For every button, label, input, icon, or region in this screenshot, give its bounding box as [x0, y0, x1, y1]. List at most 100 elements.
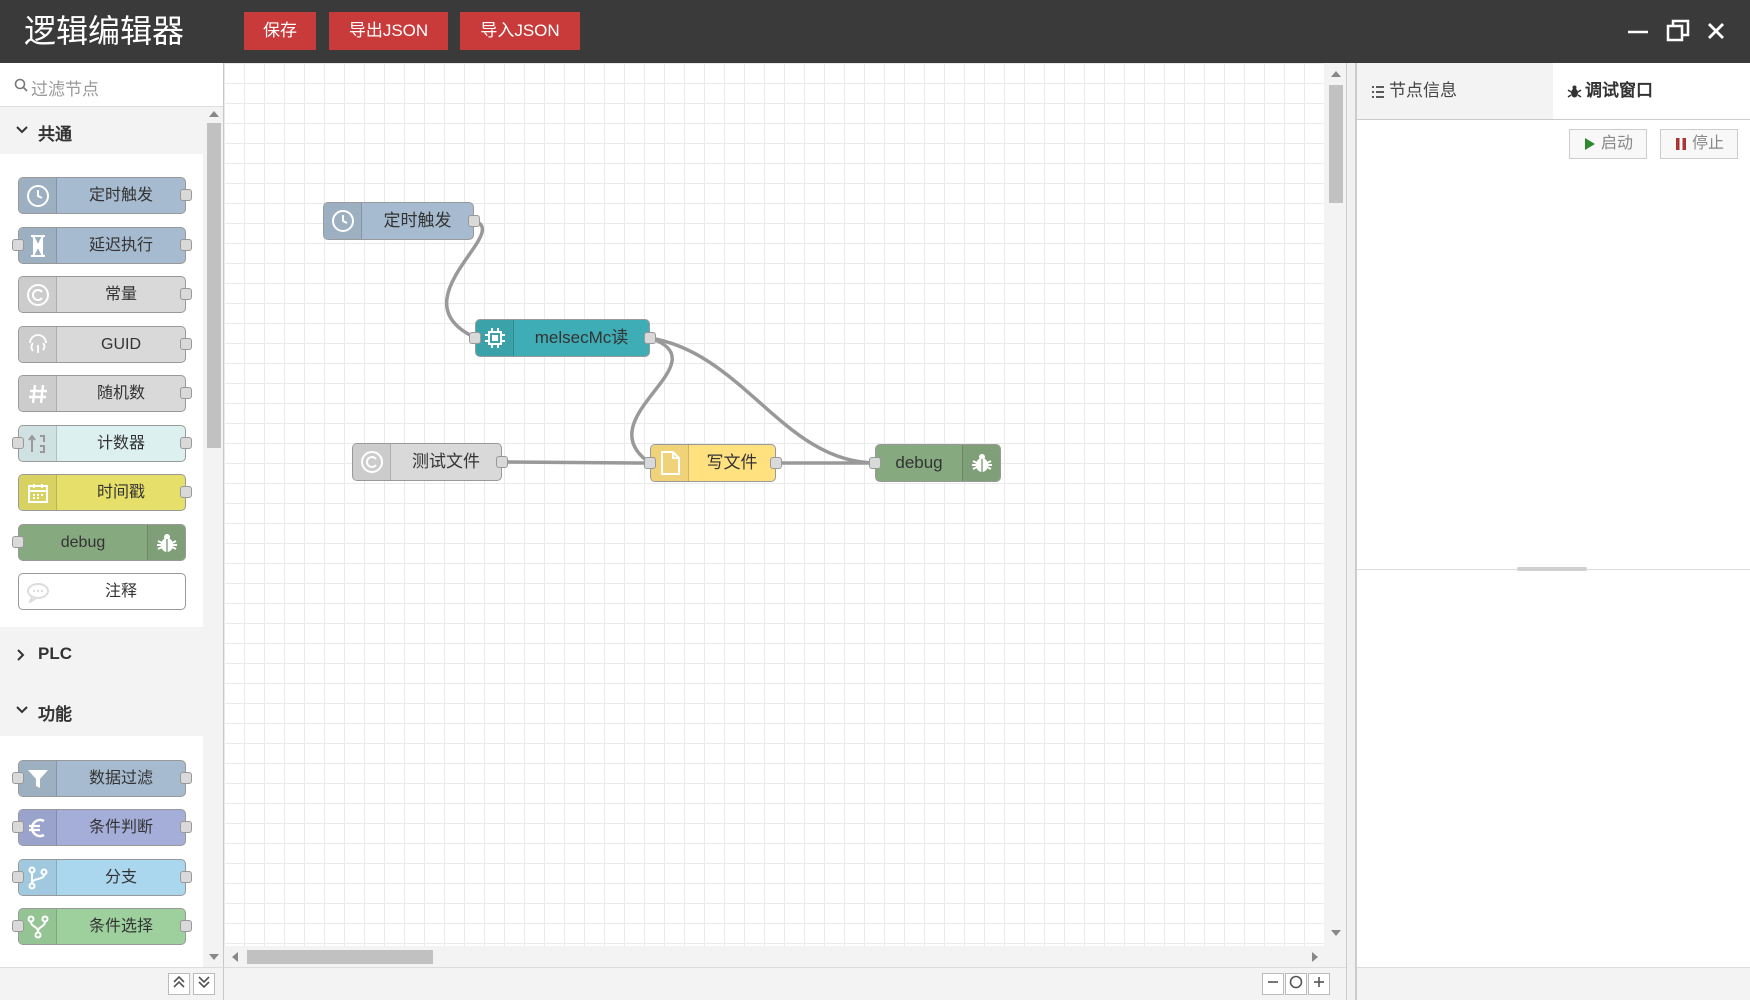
app-title: 逻辑编辑器 [24, 13, 185, 49]
list-icon [1372, 86, 1384, 98]
start-button[interactable]: 启动 [1569, 129, 1647, 159]
input-port[interactable] [12, 239, 24, 251]
scroll-thumb[interactable] [1329, 85, 1343, 203]
tab-node-info[interactable]: 节点信息 [1357, 63, 1553, 119]
scroll-down-icon[interactable] [1331, 929, 1341, 937]
canvas-horizontal-scrollbar[interactable] [224, 946, 1346, 967]
input-port[interactable] [12, 772, 24, 784]
palette-node-branch[interactable]: 分支 [12, 859, 192, 896]
scroll-up-icon[interactable] [1331, 70, 1341, 78]
zoom-out-icon[interactable] [1262, 973, 1284, 995]
zoom-in-icon[interactable] [1308, 973, 1330, 995]
node-label: GUID [101, 336, 141, 353]
stop-button[interactable]: 停止 [1660, 129, 1738, 159]
output-port[interactable] [180, 772, 192, 784]
tab-debug-window[interactable]: 调试窗口 [1553, 63, 1750, 119]
sidebar-tabs: 节点信息 调试窗口 [1357, 63, 1750, 120]
start-label: 启动 [1600, 135, 1633, 152]
scroll-thumb[interactable] [247, 950, 433, 964]
palette-node-constant[interactable]: 常量 [18, 276, 192, 313]
function-node-list: 数据过滤 条件判断 分支 条件选择 [0, 736, 203, 967]
palette-node-timestamp[interactable]: 时间戳 [18, 474, 192, 511]
panel-resize-handle[interactable] [1346, 63, 1356, 1000]
flow-node-melsec-read[interactable]: melsecMc读 [469, 319, 656, 357]
scroll-left-icon[interactable] [231, 952, 239, 962]
palette-node-data-filter[interactable]: 数据过滤 [12, 760, 192, 797]
palette-node-timer[interactable]: 定时触发 [18, 177, 192, 214]
flow-canvas[interactable]: 定时触发 melsecMc读 测试文件 写文件 debug [224, 63, 1324, 946]
output-port[interactable] [180, 288, 192, 300]
canvas-footer [224, 967, 1346, 1000]
output-port[interactable] [180, 871, 192, 883]
category-common[interactable]: 共通 [0, 107, 203, 154]
output-port[interactable] [180, 437, 192, 449]
flow-node-test-file[interactable]: 测试文件 [352, 443, 508, 481]
scroll-right-icon[interactable] [1311, 952, 1319, 962]
output-port[interactable] [180, 338, 192, 350]
import-json-button[interactable]: 导入JSON [460, 12, 580, 50]
output-port[interactable] [180, 387, 192, 399]
scroll-down-icon[interactable] [209, 953, 219, 961]
canvas-vertical-scrollbar[interactable] [1324, 63, 1346, 946]
search-icon [14, 78, 28, 92]
filter-nodes-input[interactable]: 过滤节点 [0, 63, 223, 107]
export-json-button[interactable]: 导出JSON [329, 12, 448, 50]
output-port[interactable] [180, 920, 192, 932]
node-label: 写文件 [706, 453, 758, 472]
right-sidebar: 节点信息 调试窗口 启动 停止 [1356, 63, 1750, 1000]
scroll-up-icon[interactable] [209, 110, 219, 118]
palette-node-comment[interactable]: 注释 [18, 573, 186, 610]
node-label: 时间戳 [96, 484, 145, 501]
common-node-list: 定时触发 延迟执行 常量 GUID 随机数 [0, 154, 203, 627]
node-label: melsecMc读 [534, 328, 629, 347]
flow-node-write-file[interactable]: 写文件 [644, 444, 782, 482]
minimize-icon[interactable] [1623, 16, 1653, 46]
category-function[interactable]: 功能 [0, 687, 203, 734]
flow-node-debug[interactable]: debug [869, 444, 1001, 482]
input-port[interactable] [12, 920, 24, 932]
scroll-thumb[interactable] [207, 123, 221, 448]
panel-split-grip[interactable] [1517, 567, 1587, 571]
node-label: 测试文件 [412, 452, 480, 471]
app-header: 逻辑编辑器 保存 导出JSON 导入JSON [0, 0, 1750, 63]
node-label: 定时触发 [88, 187, 153, 204]
input-port[interactable] [12, 437, 24, 449]
input-port[interactable] [12, 821, 24, 833]
save-button[interactable]: 保存 [244, 12, 316, 50]
chevron-down-icon [16, 706, 28, 714]
input-port[interactable] [12, 536, 24, 548]
output-port[interactable] [644, 332, 656, 344]
output-port[interactable] [180, 486, 192, 498]
palette-node-random[interactable]: 随机数 [18, 375, 192, 412]
output-port[interactable] [180, 239, 192, 251]
restore-icon[interactable] [1663, 16, 1693, 46]
flow-node-timer[interactable]: 定时触发 [323, 202, 480, 240]
category-label: 功能 [38, 705, 72, 724]
input-port[interactable] [644, 457, 656, 469]
category-label: 共通 [38, 125, 72, 144]
output-port[interactable] [468, 215, 480, 227]
palette-scrollbar[interactable] [204, 107, 223, 967]
input-port[interactable] [469, 332, 481, 344]
input-port[interactable] [12, 871, 24, 883]
palette-node-case-select[interactable]: 条件选择 [12, 908, 192, 945]
collapse-all-icon[interactable] [168, 973, 190, 995]
output-port[interactable] [770, 457, 782, 469]
tab-label: 节点信息 [1389, 81, 1457, 100]
zoom-reset-icon[interactable] [1285, 973, 1307, 995]
palette-node-debug[interactable]: debug [12, 524, 186, 561]
output-port[interactable] [496, 456, 508, 468]
category-plc[interactable]: PLC [0, 631, 203, 678]
palette-node-guid[interactable]: GUID [18, 326, 192, 363]
output-port[interactable] [180, 189, 192, 201]
palette-node-counter[interactable]: 计数器 [12, 425, 192, 462]
close-icon[interactable] [1701, 16, 1731, 46]
palette-node-delay[interactable]: 延迟执行 [12, 227, 192, 264]
input-port[interactable] [869, 457, 881, 469]
output-port[interactable] [180, 821, 192, 833]
hash-icon [19, 376, 57, 411]
palette-node-condition[interactable]: 条件判断 [12, 809, 192, 846]
stop-label: 停止 [1691, 135, 1724, 152]
expand-all-icon[interactable] [193, 973, 215, 995]
bug-icon [962, 445, 1000, 481]
